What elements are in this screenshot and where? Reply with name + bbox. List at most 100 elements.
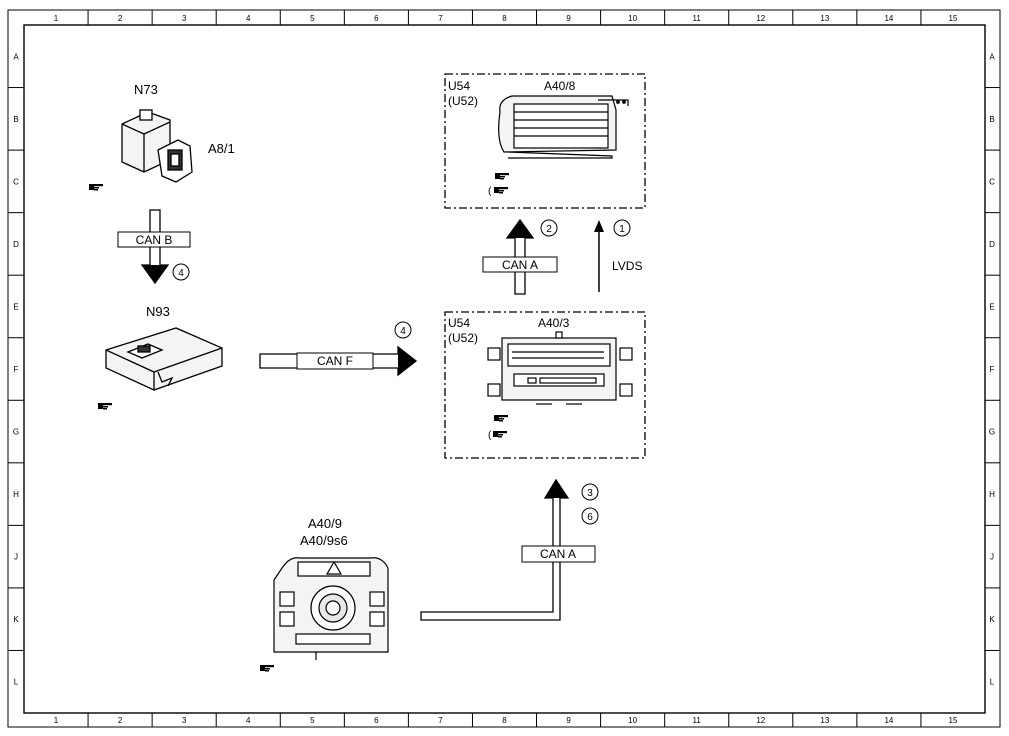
lvds-ref: 1 <box>619 224 625 235</box>
row-label: L <box>14 678 19 687</box>
grid-ticks <box>8 10 1000 727</box>
column-label: 2 <box>118 14 123 23</box>
column-label: 8 <box>502 14 507 23</box>
column-label: 6 <box>374 716 379 725</box>
control-unit-icon <box>105 327 223 391</box>
column-label: 9 <box>566 14 571 23</box>
row-label: E <box>13 302 18 311</box>
u54-top-dashed-box <box>444 73 646 209</box>
head-unit-icon <box>487 331 633 405</box>
column-label: 15 <box>949 14 958 23</box>
row-label: L <box>990 678 995 687</box>
can-f-label-box <box>296 352 374 370</box>
connection-lvds: LVDS 1 <box>594 219 642 292</box>
a40-9s6-label: A40/9s6 <box>300 533 348 548</box>
u54-top-paren: ( <box>488 186 492 197</box>
row-label: D <box>13 240 19 249</box>
u54-top-line1: U54 <box>448 79 470 93</box>
column-label: 12 <box>756 14 765 23</box>
component-u54-top[interactable]: U54 (U52) A40/8 ( <box>444 73 646 209</box>
connection-can-b: CAN B 4 <box>117 209 191 285</box>
drawing-border <box>7 9 1001 728</box>
pointing-hand-icon[interactable] <box>494 415 508 422</box>
column-label: 9 <box>566 716 571 725</box>
column-label: 13 <box>820 716 829 725</box>
u54-top-line2: (U52) <box>448 94 478 108</box>
row-label: B <box>989 115 994 124</box>
column-label: 7 <box>438 716 443 725</box>
column-label: 5 <box>310 716 315 725</box>
component-n93[interactable]: N93 <box>98 304 223 410</box>
column-label: 14 <box>884 14 893 23</box>
can-a-lower-label: CAN A <box>540 547 576 561</box>
a40-9-label: A40/9 <box>308 516 342 531</box>
pointing-hand-icon[interactable] <box>495 173 509 180</box>
can-b-ref: 4 <box>178 268 184 279</box>
column-label: 13 <box>820 14 829 23</box>
can-f-ref: 4 <box>400 326 406 337</box>
pointing-hand-icon[interactable] <box>493 431 507 438</box>
ignition-lock-icon <box>121 109 193 183</box>
row-label: F <box>14 365 19 374</box>
row-label: H <box>989 490 995 499</box>
column-label: 8 <box>502 716 507 725</box>
u54-mid-dashed-box <box>444 311 646 459</box>
column-label: 4 <box>246 716 251 725</box>
pointing-hand-icon[interactable] <box>260 665 274 672</box>
can-a-upper-label-box <box>482 256 558 273</box>
row-label: G <box>13 428 19 437</box>
a8-1-label: A8/1 <box>208 141 235 156</box>
can-a-lower-ref1: 3 <box>587 488 593 499</box>
column-label: 10 <box>628 716 637 725</box>
column-label: 11 <box>693 716 702 725</box>
row-label: D <box>989 240 995 249</box>
connection-can-a-upper: CAN A 2 <box>482 218 558 295</box>
column-label: 10 <box>628 14 637 23</box>
can-a-lower-ref2: 6 <box>587 512 593 523</box>
can-f-ref-circle <box>394 321 412 339</box>
pointing-hand-icon[interactable] <box>89 184 103 191</box>
row-label: H <box>13 490 19 499</box>
can-a-lower-ref2-circle <box>581 507 599 525</box>
lvds-label: LVDS <box>612 259 642 273</box>
pointing-hand-icon[interactable] <box>494 187 508 194</box>
column-label: 4 <box>246 14 251 23</box>
row-label: G <box>989 428 995 437</box>
component-u54-mid[interactable]: U54 (U52) A40/3 ( <box>444 311 646 459</box>
column-label: 5 <box>310 14 315 23</box>
column-label: 3 <box>182 716 187 725</box>
column-label: 14 <box>884 716 893 725</box>
can-b-label-box <box>117 231 191 248</box>
component-a40-9[interactable]: A40/9 A40/9s6 <box>260 516 389 672</box>
row-label: C <box>13 177 19 186</box>
connection-can-f: CAN F 4 <box>259 321 418 377</box>
column-label: 2 <box>118 716 123 725</box>
component-n73[interactable]: N73 A8/1 <box>89 82 235 191</box>
column-label: 1 <box>54 14 59 23</box>
row-label: E <box>989 302 994 311</box>
column-label: 11 <box>693 14 702 23</box>
row-label: F <box>990 365 995 374</box>
lvds-ref-circle <box>613 219 631 237</box>
can-a-upper-ref: 2 <box>546 224 552 235</box>
u54-mid-paren: ( <box>488 430 492 441</box>
pointing-hand-icon[interactable] <box>98 403 112 410</box>
row-label: C <box>989 177 995 186</box>
a40-3-label: A40/3 <box>538 316 570 330</box>
u54-mid-line2: (U52) <box>448 331 478 345</box>
row-label: J <box>14 553 18 562</box>
a40-8-label: A40/8 <box>544 79 576 93</box>
can-a-lower-label-box <box>521 545 596 563</box>
can-a-upper-label: CAN A <box>502 258 538 272</box>
row-label: K <box>989 615 995 624</box>
row-label: B <box>13 115 18 124</box>
can-a-lower-ref1-circle <box>581 483 599 501</box>
row-label: K <box>13 615 19 624</box>
can-b-label: CAN B <box>136 233 173 247</box>
row-label: J <box>990 553 994 562</box>
